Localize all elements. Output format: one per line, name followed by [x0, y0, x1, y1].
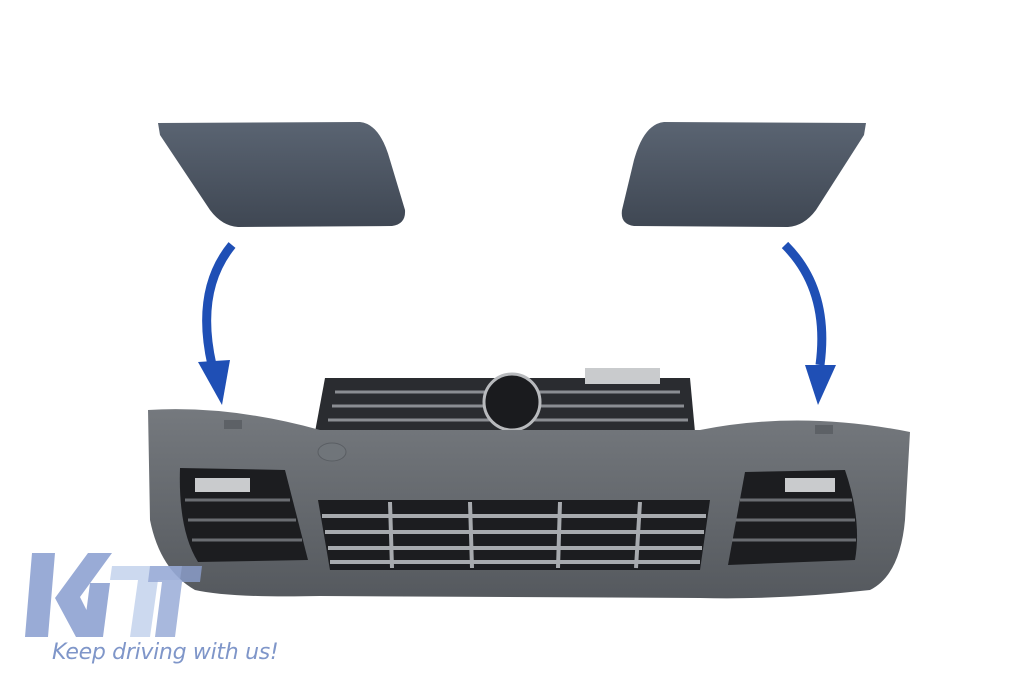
left-arrow-icon	[198, 242, 236, 405]
upper-grille	[315, 368, 695, 432]
left-washer-cover	[158, 122, 406, 227]
kitt-logo	[25, 553, 202, 637]
emblem	[482, 372, 542, 432]
right-arrow-icon	[781, 241, 836, 405]
right-washer-cover	[621, 122, 866, 227]
logo-tagline: Keep driving with us!	[52, 640, 279, 665]
front-bumper	[148, 409, 910, 599]
